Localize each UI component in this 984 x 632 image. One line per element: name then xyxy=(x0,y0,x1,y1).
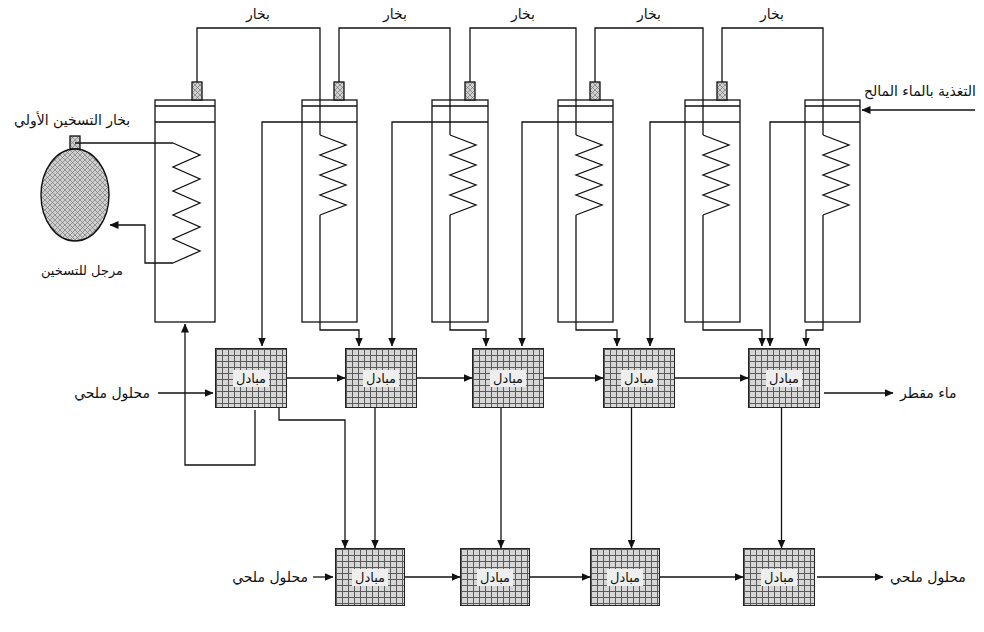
exchanger-label: مبادل xyxy=(363,370,399,387)
flow-connector xyxy=(417,377,472,378)
brine-pipe xyxy=(262,122,302,346)
heat-exchanger: مبادل xyxy=(748,348,820,408)
flow-connector xyxy=(500,408,501,548)
evaporator-column xyxy=(558,100,613,322)
brine-pipe xyxy=(522,122,558,346)
brine-pipe xyxy=(392,122,432,346)
exchanger-label: مبادل xyxy=(607,569,643,586)
heating-coil xyxy=(450,135,476,215)
evaporator-column xyxy=(432,100,488,322)
vapour-pipe xyxy=(722,28,823,135)
condensate-pipe xyxy=(806,215,823,346)
heat-exchanger: مبادل xyxy=(460,548,530,606)
coil-group xyxy=(173,135,849,263)
heat-exchanger: مبادل xyxy=(743,548,815,606)
flow-connector xyxy=(279,408,345,548)
stream-label: محلول ملحي xyxy=(230,568,310,586)
brine-pipe xyxy=(650,122,685,346)
brine-inlet xyxy=(313,576,333,577)
vapour-pipe xyxy=(339,28,450,135)
flow-connector xyxy=(287,377,345,378)
exchanger-label: مبادل xyxy=(766,370,802,387)
brine-pipe xyxy=(770,122,805,346)
stream-label: محلول ملحي xyxy=(888,568,968,586)
feed-inlet xyxy=(862,109,975,110)
vapour-pipe xyxy=(197,28,320,135)
column-cap xyxy=(155,106,860,122)
condensate-pipe xyxy=(320,215,359,346)
heat-exchanger: مبادل xyxy=(472,348,544,408)
exchanger-label: مبادل xyxy=(490,370,526,387)
heating-coil xyxy=(703,135,729,215)
evaporator-column xyxy=(685,100,740,322)
vapour-stub xyxy=(465,82,475,100)
vapour-stub xyxy=(192,82,202,100)
condensate-pipe xyxy=(703,215,762,346)
vapour-pipe xyxy=(595,28,703,135)
stream-label: التغذية بالماء المالح xyxy=(862,82,978,100)
steam-pipe xyxy=(75,142,173,143)
heating-coil xyxy=(320,135,346,215)
condensate-pipe xyxy=(450,215,486,346)
flow-connector xyxy=(660,576,743,577)
stream-label: ماء مقطر xyxy=(898,384,959,402)
steam-return xyxy=(110,225,173,263)
stream-label: بخار xyxy=(509,5,537,23)
heating-coil xyxy=(173,143,200,263)
vapour-stub xyxy=(334,82,344,100)
evaporator-column xyxy=(805,100,860,322)
brine-outlet xyxy=(817,576,883,577)
flow-connector xyxy=(530,576,590,577)
boiler-vessel: مرجل للتسخين xyxy=(20,145,144,280)
exchanger-label: مبادل xyxy=(352,569,388,586)
brine-inlet xyxy=(158,392,213,393)
exchanger-label: مبادل xyxy=(761,569,797,586)
heating-coil xyxy=(823,135,849,215)
stream-label: بخار xyxy=(635,5,663,23)
exchanger-label: مبادل xyxy=(477,569,513,586)
exchanger-label: مبادل xyxy=(233,370,269,387)
vapour-stub xyxy=(590,82,600,100)
vapour-pipe xyxy=(470,28,576,135)
flow-connector xyxy=(544,377,603,378)
stream-label: بخار التسخين الأولي xyxy=(12,111,132,129)
flow-connector xyxy=(405,576,460,577)
stream-label: محلول ملحي xyxy=(72,384,152,402)
stream-label: بخار xyxy=(244,5,272,23)
heat-exchanger: مبادل xyxy=(603,348,675,408)
boiler-shape xyxy=(20,145,130,245)
evaporator-column xyxy=(155,100,215,322)
condensate-pipe xyxy=(576,215,617,346)
stream-label: بخار xyxy=(381,5,409,23)
exchanger-label: مبادل xyxy=(621,370,657,387)
vapour-stub xyxy=(717,82,727,100)
heat-exchanger: مبادل xyxy=(215,348,287,408)
heat-exchanger: مبادل xyxy=(335,548,405,606)
flow-connector xyxy=(374,408,375,548)
boiler-label: مرجل للتسخين xyxy=(20,262,144,280)
boiler-outline xyxy=(41,149,109,241)
heating-coil xyxy=(576,135,602,215)
flow-connector xyxy=(631,408,632,548)
flow-connector xyxy=(675,377,748,378)
stream-label: بخار xyxy=(758,5,786,23)
distillate-outlet xyxy=(824,392,893,393)
flow-connector xyxy=(781,408,782,548)
evaporator-column xyxy=(302,100,357,322)
heat-exchanger: مبادل xyxy=(590,548,660,606)
heat-exchanger: مبادل xyxy=(345,348,417,408)
